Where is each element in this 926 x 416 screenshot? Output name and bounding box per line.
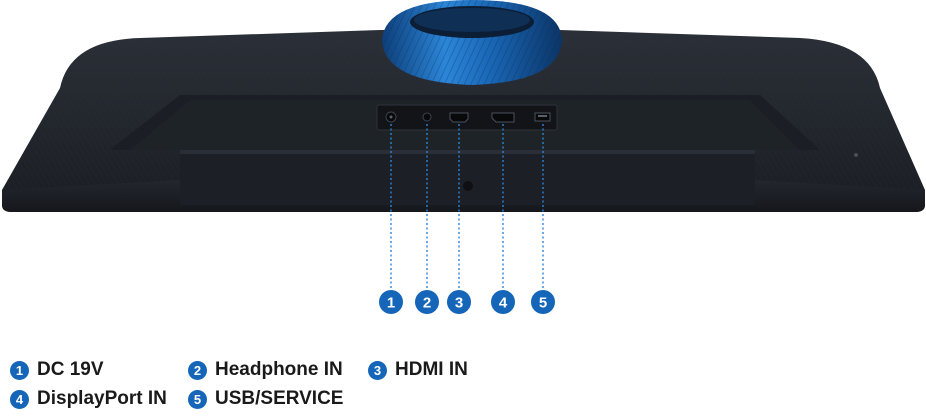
usb-port-icon: [534, 112, 551, 122]
callout-badge-3: 3: [447, 290, 471, 314]
callout-badges: 1 2 3 4 5: [379, 290, 555, 314]
displayport-port-icon: [491, 112, 515, 123]
callout-badge-number: 1: [387, 295, 395, 312]
callout-lines: [390, 124, 544, 290]
callout-badge-1: 1: [379, 290, 403, 314]
callout-badge-number: 2: [423, 295, 431, 312]
headphone-jack-icon: [422, 112, 432, 122]
callout-badge-number: 5: [539, 295, 547, 312]
port-panel: [376, 104, 558, 131]
callout-badge-5: 5: [531, 290, 555, 314]
callout-badge-4: 4: [491, 290, 515, 314]
callout-badge-number: 3: [455, 295, 463, 312]
stand-ring: [382, 0, 562, 85]
callout-badge-number: 4: [499, 295, 508, 312]
dc-power-port-icon: [385, 111, 397, 123]
callout-badge-2: 2: [415, 290, 439, 314]
hdmi-port-icon: [449, 112, 469, 123]
